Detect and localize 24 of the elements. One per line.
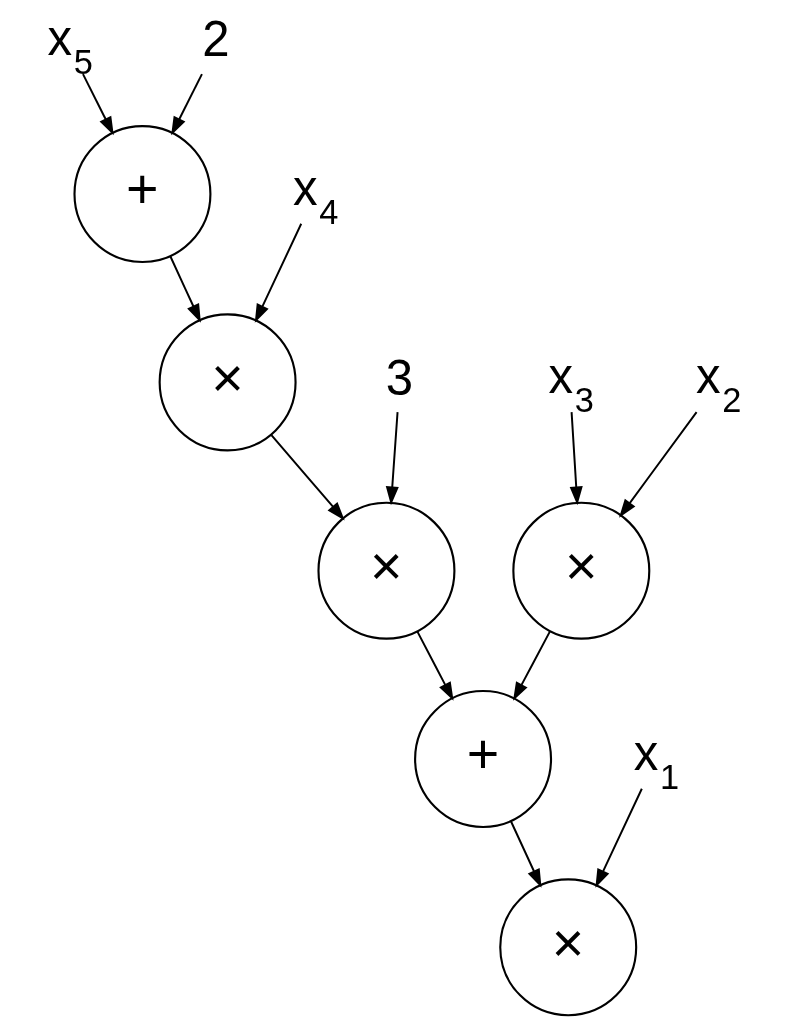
node-text: x$_{5}$ (47, 10, 93, 81)
node-text: x$_{3}$ (548, 349, 594, 419)
node-circle: + (414, 689, 553, 828)
arrow (416, 630, 454, 701)
arrow (569, 411, 583, 506)
node-circle: × (158, 313, 297, 452)
arrow (513, 630, 551, 701)
arrow (595, 787, 643, 888)
node-text: x$_{1}$ (633, 725, 680, 796)
node-text: x$_{4}$ (293, 160, 339, 231)
node-circle: × (499, 878, 638, 1017)
arrow (270, 434, 345, 521)
arrow (82, 73, 114, 136)
node-text: 2 (202, 12, 230, 67)
node-text: x$_{2}$ (695, 349, 742, 419)
arrow (171, 73, 203, 136)
arrow (385, 411, 399, 506)
arrow (619, 411, 698, 518)
node-circle: × (512, 501, 651, 640)
arrow (254, 222, 303, 323)
arrow (169, 255, 201, 323)
arrow (509, 820, 542, 888)
node-circle: + (73, 125, 212, 264)
node-text: 3 (385, 350, 413, 405)
